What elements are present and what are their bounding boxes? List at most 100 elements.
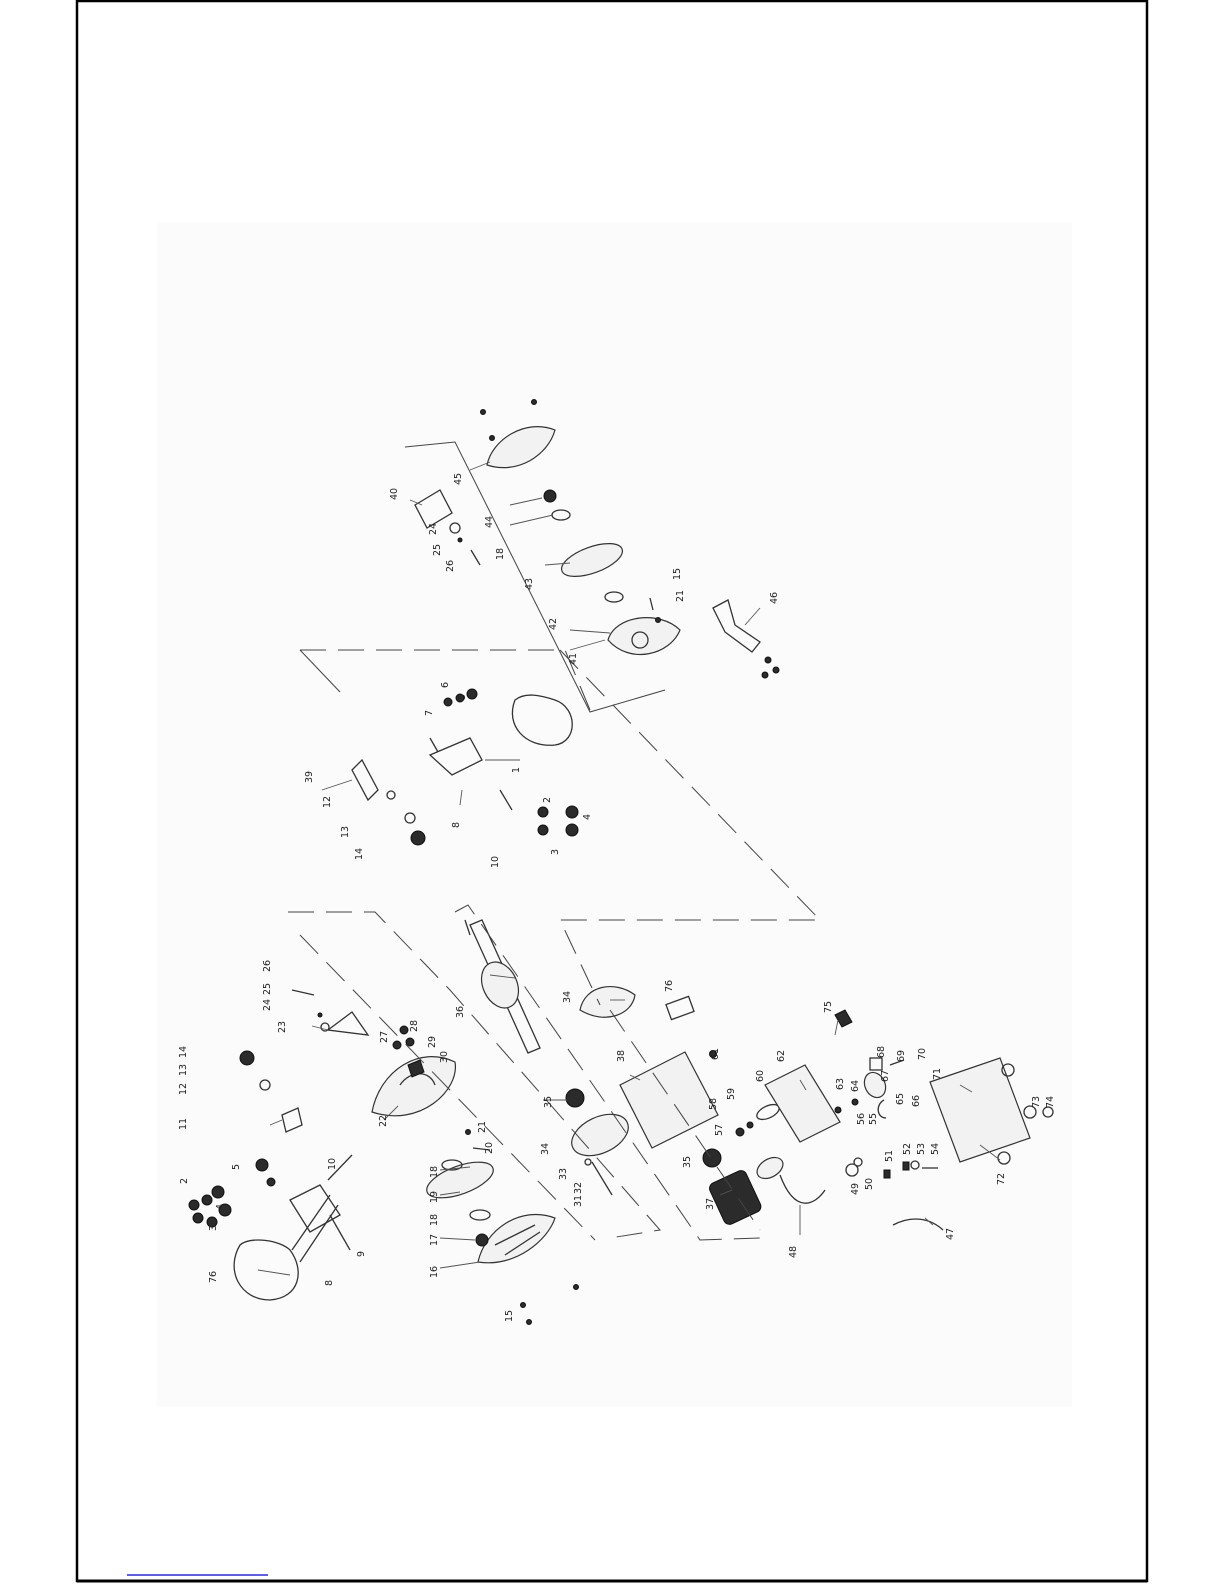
label-13-upper: 13 <box>340 826 351 838</box>
label-2: 2 <box>179 1178 190 1184</box>
label-66: 66 <box>911 1095 922 1107</box>
label-7-upper: 7 <box>424 710 435 716</box>
label-60: 60 <box>755 1070 766 1082</box>
label-46: 46 <box>769 592 780 604</box>
label-50: 50 <box>864 1178 875 1190</box>
label-72: 72 <box>996 1173 1007 1185</box>
label-39: 39 <box>304 771 315 783</box>
drawing-area <box>157 222 1072 1407</box>
label-75: 75 <box>823 1001 834 1013</box>
label-40: 40 <box>389 488 400 500</box>
label-47: 47 <box>945 1228 956 1240</box>
label-3: 3 <box>208 1225 219 1231</box>
label-71: 71 <box>932 1068 943 1080</box>
label-70: 70 <box>917 1048 928 1060</box>
label-61: 61 <box>710 1048 721 1060</box>
label-35-b: 35 <box>682 1156 693 1168</box>
label-25-upper: 25 <box>432 544 443 556</box>
label-15-upper: 15 <box>672 568 683 580</box>
label-16: 16 <box>429 1266 440 1278</box>
label-76: 76 <box>664 980 675 992</box>
label-18-upper: 18 <box>495 548 506 560</box>
label-18-left-a: 18 <box>429 1214 440 1226</box>
label-22: 22 <box>378 1115 389 1127</box>
bearing-35-b <box>703 1149 721 1167</box>
label-43: 43 <box>524 578 535 590</box>
label-35-a: 35 <box>543 1096 554 1108</box>
label-5-upper: 5 <box>457 694 468 700</box>
label-63: 63 <box>835 1078 846 1090</box>
label-18-left-b: 18 <box>429 1166 440 1178</box>
label-4-upper: 4 <box>582 814 593 820</box>
label-31: 31 <box>573 1195 584 1207</box>
label-5: 5 <box>231 1164 242 1170</box>
label-17: 17 <box>429 1234 440 1246</box>
label-57: 57 <box>714 1124 725 1136</box>
label-51: 51 <box>884 1150 895 1162</box>
label-73: 73 <box>1031 1096 1042 1108</box>
label-8: 8 <box>324 1280 335 1286</box>
label-53: 53 <box>916 1143 927 1155</box>
knob-14-left <box>240 1051 254 1065</box>
label-25: 25 <box>262 983 273 995</box>
label-33: 33 <box>558 1168 569 1180</box>
label-27: 27 <box>379 1031 390 1043</box>
label-10: 10 <box>327 1158 338 1170</box>
label-69: 69 <box>896 1050 907 1062</box>
label-1-upper: 1 <box>511 767 522 773</box>
label-20: 20 <box>484 1142 495 1154</box>
label-67: 67 <box>880 1070 891 1082</box>
label-49: 49 <box>850 1183 861 1195</box>
label-9: 9 <box>356 1251 367 1257</box>
label-14: 14 <box>178 1046 189 1058</box>
label-3-upper: 3 <box>550 849 561 855</box>
label-19: 19 <box>429 1191 440 1203</box>
label-68: 68 <box>876 1046 887 1058</box>
label-24: 24 <box>262 999 273 1011</box>
label-56: 56 <box>856 1113 867 1125</box>
bearing-35-a <box>566 1089 584 1107</box>
label-4: 4 <box>215 1204 226 1210</box>
label-38: 38 <box>616 1050 627 1062</box>
label-37: 37 <box>705 1198 716 1210</box>
label-15: 15 <box>504 1310 515 1322</box>
label-30: 30 <box>439 1051 450 1063</box>
label-59: 59 <box>726 1088 737 1100</box>
label-44: 44 <box>484 516 495 528</box>
label-45: 45 <box>453 473 464 485</box>
label-55: 55 <box>868 1113 879 1125</box>
label-26: 26 <box>262 960 273 972</box>
label-42: 42 <box>548 618 559 630</box>
label-2-upper: 2 <box>542 797 553 803</box>
label-65: 65 <box>895 1093 906 1105</box>
label-12-upper: 12 <box>322 796 333 808</box>
label-24-upper: 24 <box>428 523 439 535</box>
label-12: 12 <box>178 1083 189 1095</box>
label-32: 32 <box>573 1182 584 1194</box>
label-14-upper: 14 <box>354 848 365 860</box>
label-52: 52 <box>902 1143 913 1155</box>
label-64: 64 <box>850 1080 861 1092</box>
label-48: 48 <box>788 1246 799 1258</box>
label-21: 21 <box>477 1121 488 1133</box>
label-23: 23 <box>277 1021 288 1033</box>
label-6-upper: 6 <box>440 682 451 688</box>
label-26-upper: 26 <box>445 560 456 572</box>
label-58: 58 <box>708 1098 719 1110</box>
label-41: 41 <box>568 653 579 665</box>
label-74: 74 <box>1045 1096 1056 1108</box>
label-54: 54 <box>930 1143 941 1155</box>
label-34-a: 34 <box>540 1143 551 1155</box>
label-21-upper: 21 <box>675 590 686 602</box>
label-28: 28 <box>409 1020 420 1032</box>
label-62: 62 <box>776 1050 787 1062</box>
label-1: 76 <box>208 1271 219 1283</box>
label-8-upper: 8 <box>451 822 462 828</box>
label-11: 11 <box>178 1118 189 1130</box>
label-10-upper: 10 <box>490 856 501 868</box>
label-29: 29 <box>427 1036 438 1048</box>
label-34-b: 34 <box>562 991 573 1003</box>
label-13: 13 <box>178 1064 189 1076</box>
